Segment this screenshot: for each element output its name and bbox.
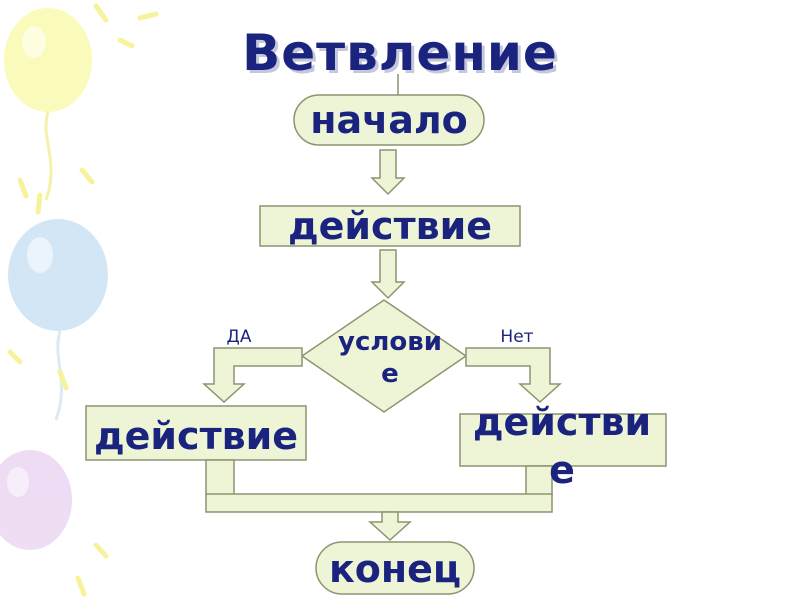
action-process-yes — [85, 405, 307, 461]
action-yes-label: действие — [93, 414, 299, 458]
condition-label: условие — [338, 327, 442, 389]
arrow-yes-branch — [202, 347, 303, 404]
arrow-merge-to-end — [368, 511, 412, 542]
action-no-label: действие — [472, 400, 652, 492]
end-terminal — [315, 541, 475, 595]
balloon-icon — [4, 8, 92, 201]
action-process-1 — [259, 205, 521, 247]
start-terminal — [293, 94, 485, 146]
arrow-action-to-condition — [370, 249, 406, 300]
sparkle-icon — [7, 3, 159, 597]
connector-left-leg — [205, 459, 235, 497]
yes-branch-label: ДА — [226, 327, 252, 347]
end-label: конец — [328, 547, 462, 591]
condition-decision — [300, 299, 468, 413]
no-branch-label: Нет — [500, 327, 534, 347]
page-title: Ветвление — [242, 24, 558, 82]
arrow-start-to-action — [370, 149, 406, 196]
balloon-icon — [8, 219, 108, 421]
action-process-no — [459, 413, 667, 467]
start-label: начало — [310, 98, 468, 142]
merge-bar — [205, 493, 553, 513]
action-label: действие — [287, 204, 493, 248]
arrow-no-branch — [465, 347, 562, 404]
balloon-icon — [0, 450, 72, 550]
